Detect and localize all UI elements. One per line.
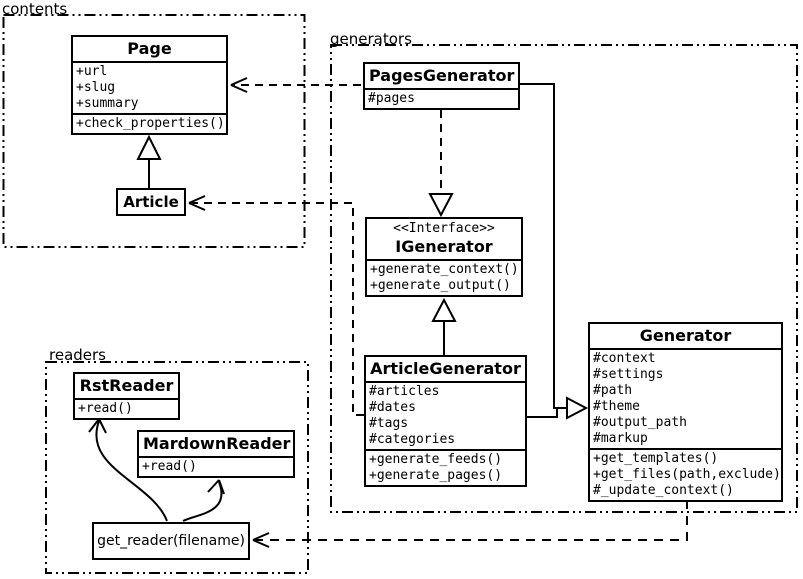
package-label-readers: readers	[49, 346, 106, 364]
attribute: #markup	[593, 431, 648, 446]
attribute: #settings	[593, 367, 664, 382]
method: +generate_context()	[370, 262, 519, 277]
inheritance-triangle-generator	[566, 396, 589, 420]
class-articlegenerator-methods: +generate_feeds() +generate_pages()	[366, 449, 525, 485]
method: +check_properties()	[76, 116, 225, 131]
attribute: #path	[593, 383, 633, 398]
attribute: +summary	[76, 96, 139, 111]
attribute: #dates	[369, 400, 416, 415]
method: +generate_output()	[370, 278, 511, 293]
method: +read()	[142, 459, 197, 474]
dependency-line-generator-getreader	[256, 500, 688, 541]
class-rstreader-title: RstReader	[79, 376, 174, 395]
function-get-reader: get_reader(filename)	[92, 522, 250, 560]
method: +get_files(path,exclude)	[593, 467, 781, 482]
class-page: Page +url +slug +summary +check_properti…	[71, 35, 228, 135]
dependency-line-articlegenerator-article	[192, 202, 364, 416]
class-page-methods: +check_properties()	[73, 113, 226, 133]
class-pagesgenerator-attributes: #pages	[365, 88, 518, 108]
attribute: #theme	[593, 399, 640, 414]
class-generator-attributes: #context #settings #path #theme #output_…	[590, 348, 781, 448]
open-arrowhead-getreader	[252, 532, 270, 548]
package-contents-border	[2, 14, 306, 248]
class-igenerator-methods: +generate_context() +generate_output()	[367, 259, 521, 295]
inheritance-triangle-igenerator	[431, 297, 457, 322]
attribute: #pages	[368, 91, 415, 106]
method: +generate_feeds()	[369, 452, 503, 467]
class-mardownreader-title: MardownReader	[143, 434, 291, 453]
attribute: #context	[593, 351, 656, 366]
class-rstreader-methods: +read()	[75, 398, 178, 418]
package-label-generators: generators	[330, 30, 412, 48]
class-generator-methods: +get_templates() +get_files(path,exclude…	[590, 448, 781, 500]
attribute: +slug	[76, 80, 116, 95]
attribute: #tags	[369, 416, 409, 431]
inheritance-line-pagesgenerator-generator	[520, 83, 566, 409]
class-igenerator-stereotype: <<Interface>>	[393, 221, 495, 236]
attribute: +url	[76, 64, 108, 79]
class-articlegenerator: ArticleGenerator #articles #dates #tags …	[364, 355, 527, 487]
class-mardownreader: MardownReader +read()	[137, 430, 295, 478]
class-igenerator: <<Interface>> IGenerator +generate_conte…	[365, 217, 523, 297]
class-articlegenerator-attributes: #articles #dates #tags #categories	[366, 381, 525, 449]
method: #_update_context()	[593, 483, 734, 498]
open-arrowhead-rstreader	[88, 418, 107, 434]
class-pagesgenerator: PagesGenerator #pages	[363, 62, 520, 110]
realization-triangle-igenerator	[428, 193, 454, 218]
class-igenerator-title: IGenerator	[395, 237, 493, 256]
class-article-title: Article	[123, 193, 179, 211]
class-articlegenerator-title: ArticleGenerator	[370, 359, 521, 378]
inheritance-line-articlegenerator-generator	[527, 408, 558, 418]
class-article: Article	[116, 188, 186, 216]
class-rstreader: RstReader +read()	[73, 372, 180, 420]
dependency-curve-getreader-rstreader	[95, 420, 168, 522]
package-label-contents: contents	[2, 0, 68, 18]
package-readers-border	[45, 361, 309, 574]
method: +read()	[78, 401, 133, 416]
dependency-curve-getreader-mardownreader	[182, 481, 223, 522]
attribute: #output_path	[593, 415, 687, 430]
method: +get_templates()	[593, 451, 719, 466]
class-generator: Generator #context #settings #path #them…	[588, 322, 783, 502]
inheritance-triangle-article-page	[136, 134, 162, 160]
class-mardownreader-methods: +read()	[139, 456, 293, 476]
class-pagesgenerator-title: PagesGenerator	[369, 66, 515, 85]
class-generator-title: Generator	[639, 326, 732, 345]
attribute: #categories	[369, 432, 456, 447]
open-arrowhead-mardownreader	[207, 479, 225, 495]
open-arrowhead-page	[230, 77, 248, 93]
open-arrowhead-article	[188, 195, 206, 211]
package-generators-border	[330, 44, 798, 513]
class-page-attributes: +url +slug +summary	[73, 61, 226, 113]
class-page-title: Page	[127, 39, 172, 58]
attribute: #articles	[369, 384, 440, 399]
function-get-reader-label: get_reader(filename)	[97, 533, 245, 549]
method: +generate_pages()	[369, 468, 503, 483]
